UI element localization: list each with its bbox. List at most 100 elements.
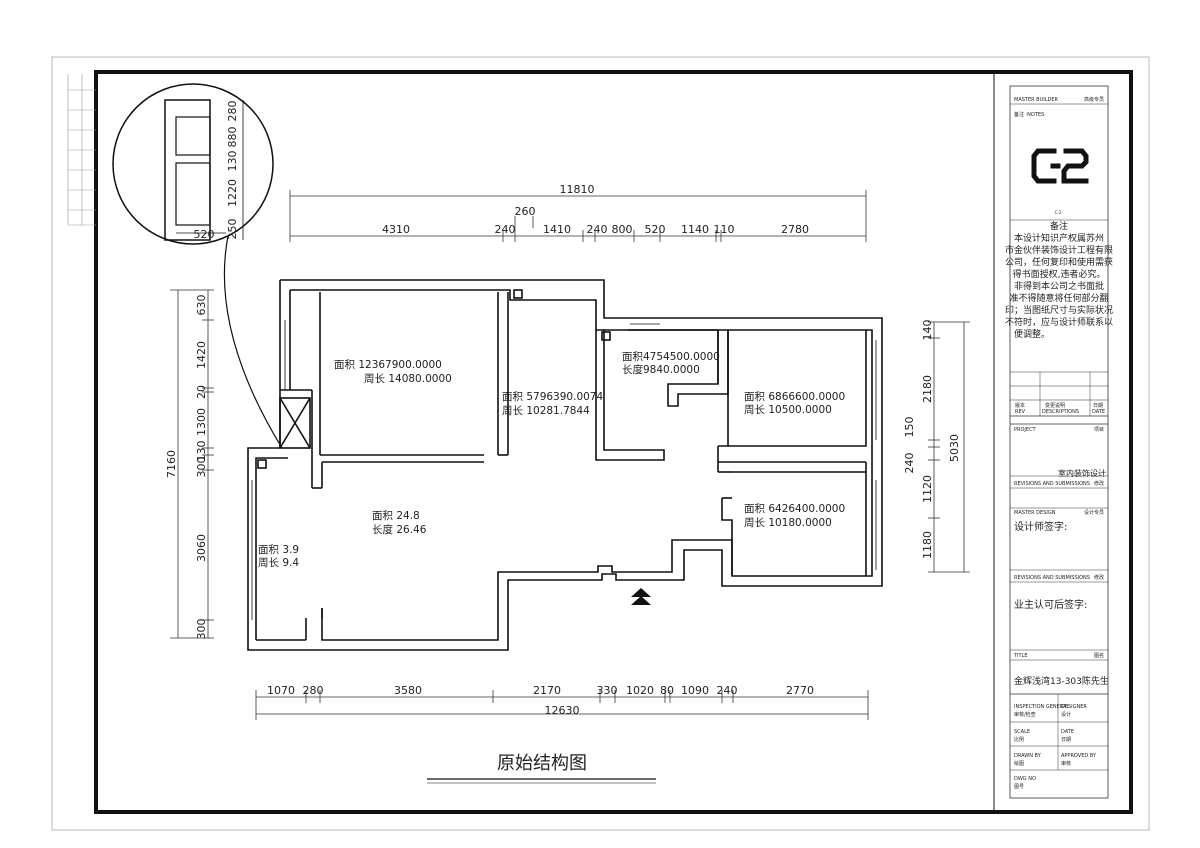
detail-dim-1220: 1220 bbox=[226, 179, 239, 207]
room-3-area: 面积4754500.0000 bbox=[622, 351, 720, 363]
wall-detail-callout: 280 880 130 1220 250 520 bbox=[112, 83, 283, 449]
margin-marks bbox=[67, 74, 96, 226]
tb-rev-header-3: 日期 bbox=[1093, 403, 1103, 409]
left-dim-seg-2: 1420 bbox=[195, 341, 208, 369]
top-dimension-chain bbox=[289, 190, 867, 242]
bottom-dim-seg-4: 2170 bbox=[533, 684, 561, 697]
left-dim-seg-8: 300 bbox=[195, 619, 208, 640]
left-dim-overall: 7160 bbox=[165, 450, 178, 478]
drawing-title: 原始结构图 bbox=[497, 753, 587, 774]
tb-approved-en: APPROVED BY bbox=[1061, 753, 1097, 759]
top-dim-seg-9: 2780 bbox=[781, 223, 809, 236]
tb-project-value: 室内装饰设计 bbox=[1058, 468, 1106, 478]
tb-title-cn: 图名 bbox=[1094, 652, 1104, 659]
tb-drawn-cn: 绘图 bbox=[1014, 760, 1024, 767]
room-5-area: 面积 24.8 bbox=[372, 510, 420, 522]
outer-frame bbox=[51, 56, 1150, 831]
tb-master-design-cn: 设计专员 bbox=[1084, 509, 1104, 516]
tb-rev-header-en-1: REV bbox=[1015, 409, 1026, 415]
tb-inspection-cn: 审核/检查 bbox=[1014, 711, 1036, 718]
floor-plan-walls bbox=[247, 279, 883, 651]
left-dim-seg-1: 630 bbox=[195, 295, 208, 316]
room-6-perimeter: 周长 10180.0000 bbox=[744, 517, 832, 529]
room-4-area: 面积 6866600.0000 bbox=[744, 391, 845, 403]
tb-notes-line-9: 便调整。 bbox=[1014, 328, 1050, 340]
detail-dim-280: 280 bbox=[226, 101, 239, 122]
bottom-dim-seg-1: 1070 bbox=[267, 684, 295, 697]
tb-project-label: PROJECT bbox=[1014, 427, 1037, 433]
bottom-dim-seg-3: 3580 bbox=[394, 684, 422, 697]
left-dim-seg-7: 3060 bbox=[195, 534, 208, 562]
top-dim-seg-1: 4310 bbox=[382, 223, 410, 236]
left-dim-seg-6: 300 bbox=[195, 457, 208, 478]
room-3-perimeter: 长度9840.0000 bbox=[622, 363, 700, 376]
detail-dim-250: 250 bbox=[226, 219, 239, 240]
drawing-frame bbox=[94, 70, 1133, 814]
room-2-perimeter: 周长 10281.7844 bbox=[502, 405, 590, 417]
tb-date-cn: 日期 bbox=[1061, 737, 1071, 743]
tb-rev-header-2: 变更说明 bbox=[1045, 402, 1065, 409]
bottom-dim-seg-5: 330 bbox=[597, 684, 618, 697]
tb-master-design: MASTER DESIGN bbox=[1014, 510, 1056, 516]
top-dim-seg-7: 1140 bbox=[681, 223, 709, 236]
tb-owner-sign: 业主认可后签字: bbox=[1014, 598, 1087, 611]
tb-drawn-en: DRAWN BY bbox=[1014, 753, 1042, 759]
top-dim-seg-2: 240 bbox=[495, 223, 516, 236]
detail-dim-880: 880 bbox=[226, 127, 239, 148]
right-dim-seg-2: 2180 bbox=[921, 375, 934, 403]
bottom-dim-seg-7: 80 bbox=[660, 684, 674, 697]
room-5-perimeter: 长度 26.46 bbox=[372, 523, 427, 536]
tb-dwg-en: DWG NO bbox=[1014, 776, 1036, 782]
top-dim-overall: 11810 bbox=[560, 183, 595, 196]
tb-scale-en: SCALE bbox=[1014, 729, 1030, 735]
tb-notes-line-1: 本设计知识产权属苏州 bbox=[1014, 232, 1104, 244]
left-dim-seg-3: 20 bbox=[195, 385, 208, 399]
bottom-dimension-chain bbox=[255, 690, 869, 720]
room-7-area: 面积 3.9 bbox=[258, 544, 299, 556]
left-dim-seg-4: 1300 bbox=[195, 408, 208, 436]
tb-logo-text: C-2 bbox=[1055, 210, 1062, 215]
bottom-dim-seg-9: 240 bbox=[717, 684, 738, 697]
tb-master-builder-cn: 高级专员 bbox=[1084, 96, 1104, 103]
room-1-area: 面积 12367900.0000 bbox=[334, 359, 442, 371]
bottom-dim-overall: 12630 bbox=[545, 704, 580, 717]
tb-revisions-label: REVISIONS AND SUBMISSIONS bbox=[1014, 481, 1090, 487]
tb-notes-line-2: 市金伙伴装饰设计工程有限 bbox=[1005, 244, 1113, 256]
right-dim-overall: 5030 bbox=[948, 434, 961, 462]
left-dimension-chain bbox=[170, 289, 214, 639]
room-6-area: 面积 6426400.0000 bbox=[744, 503, 845, 515]
bottom-dim-seg-2: 280 bbox=[303, 684, 324, 697]
bottom-dim-seg-10: 2770 bbox=[786, 684, 814, 697]
top-dim-seg-3: 1410 bbox=[543, 223, 571, 236]
top-dim-seg-6: 520 bbox=[645, 223, 666, 236]
tb-notes-line-5: 非得到本公司之书面批 bbox=[1014, 280, 1104, 292]
entrance-arrow-icon bbox=[631, 588, 651, 605]
room-7-perimeter: 周长 9.4 bbox=[258, 557, 299, 569]
tb-designer-cn: 设计 bbox=[1061, 711, 1071, 718]
tb-title-label: TITLE bbox=[1013, 653, 1028, 659]
tb-rev-header-en-2: DESCRIPTIONS bbox=[1042, 409, 1079, 415]
tb-notes-line-3: 公司，任何复印和使用需获 bbox=[1005, 256, 1113, 268]
top-dim-seg-5: 800 bbox=[612, 223, 633, 236]
tb-designer-sign: 设计师签字: bbox=[1014, 520, 1067, 533]
room-4-perimeter: 周长 10500.0000 bbox=[744, 404, 832, 416]
tb-notes-line-4: 得书面授权,违者必究。 bbox=[1013, 268, 1106, 280]
top-dim-seg-8: 110 bbox=[714, 223, 735, 236]
bottom-dim-seg-6: 1020 bbox=[626, 684, 654, 697]
left-dim-seg-5: 130 bbox=[195, 441, 208, 462]
tb-notes-heading: 备注 bbox=[1050, 220, 1068, 232]
room-1-perimeter: 周长 14080.0000 bbox=[364, 373, 452, 385]
tb-rev-header-1: 版本 bbox=[1015, 402, 1025, 409]
detail-dim-520: 520 bbox=[194, 228, 215, 241]
detail-dim-130: 130 bbox=[226, 151, 239, 172]
tb-project-cn: 项目 bbox=[1094, 427, 1104, 433]
right-dim-seg-4: 240 bbox=[903, 453, 916, 474]
right-dimension-chain bbox=[928, 321, 970, 573]
top-dim-260: 260 bbox=[515, 205, 536, 218]
tb-title-value: 金辉浅湾13-303陈先生 bbox=[1014, 675, 1109, 687]
right-dim-seg-1: 140 bbox=[921, 320, 934, 341]
tb-master-builder: MASTER BUILDER bbox=[1014, 97, 1059, 103]
tb-notes-en: 备注 ·NOTES bbox=[1014, 111, 1044, 118]
tb-notes-line-8: 不符时，应与设计师联系以 bbox=[1005, 316, 1113, 328]
